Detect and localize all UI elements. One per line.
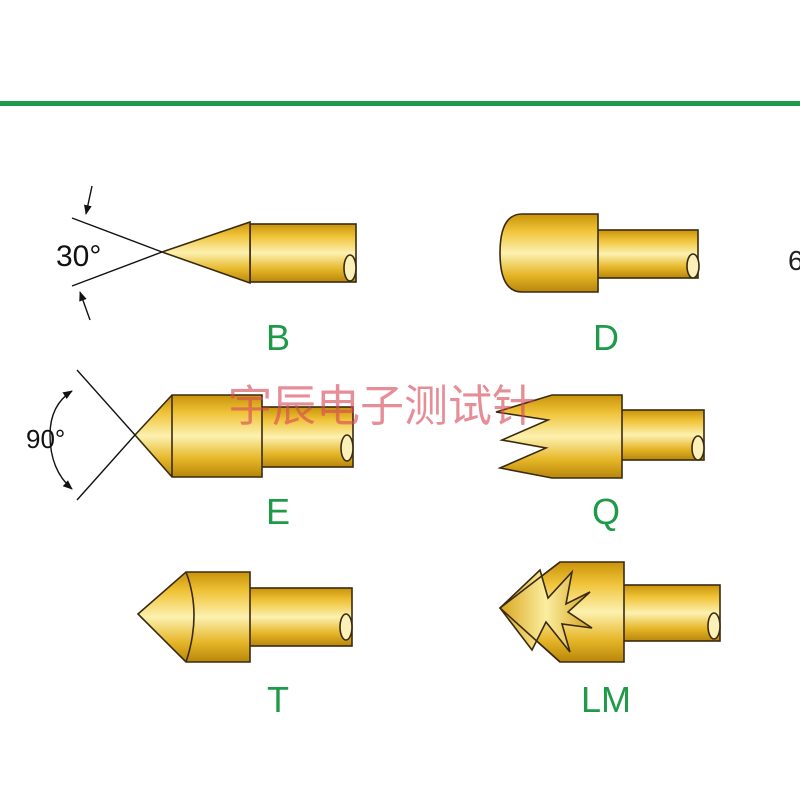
tip-label-q: Q xyxy=(591,491,620,532)
tip-lm-drawing xyxy=(498,561,721,663)
watermark: 宇辰电子测试针 xyxy=(228,381,536,432)
tip-label-b: B xyxy=(265,317,290,358)
angle-label-90: 90° xyxy=(26,424,66,454)
tip-e-drawing xyxy=(133,394,354,478)
tip-label-d: D xyxy=(593,317,619,358)
tip-label-lm: LM xyxy=(580,679,631,720)
tip-q-drawing xyxy=(495,394,705,479)
tip-b-drawing xyxy=(159,220,357,285)
angle-label-30: 30° xyxy=(56,240,102,273)
tip-label-t: T xyxy=(267,679,289,720)
cropped-edge-text: 6 xyxy=(788,245,800,276)
e-angle-lines xyxy=(49,369,136,501)
b-angle-lines xyxy=(71,185,163,321)
tip-d-drawing xyxy=(499,213,700,293)
tip-label-e: E xyxy=(265,491,290,532)
header-rule xyxy=(0,101,800,106)
tip-t-drawing xyxy=(136,571,353,663)
